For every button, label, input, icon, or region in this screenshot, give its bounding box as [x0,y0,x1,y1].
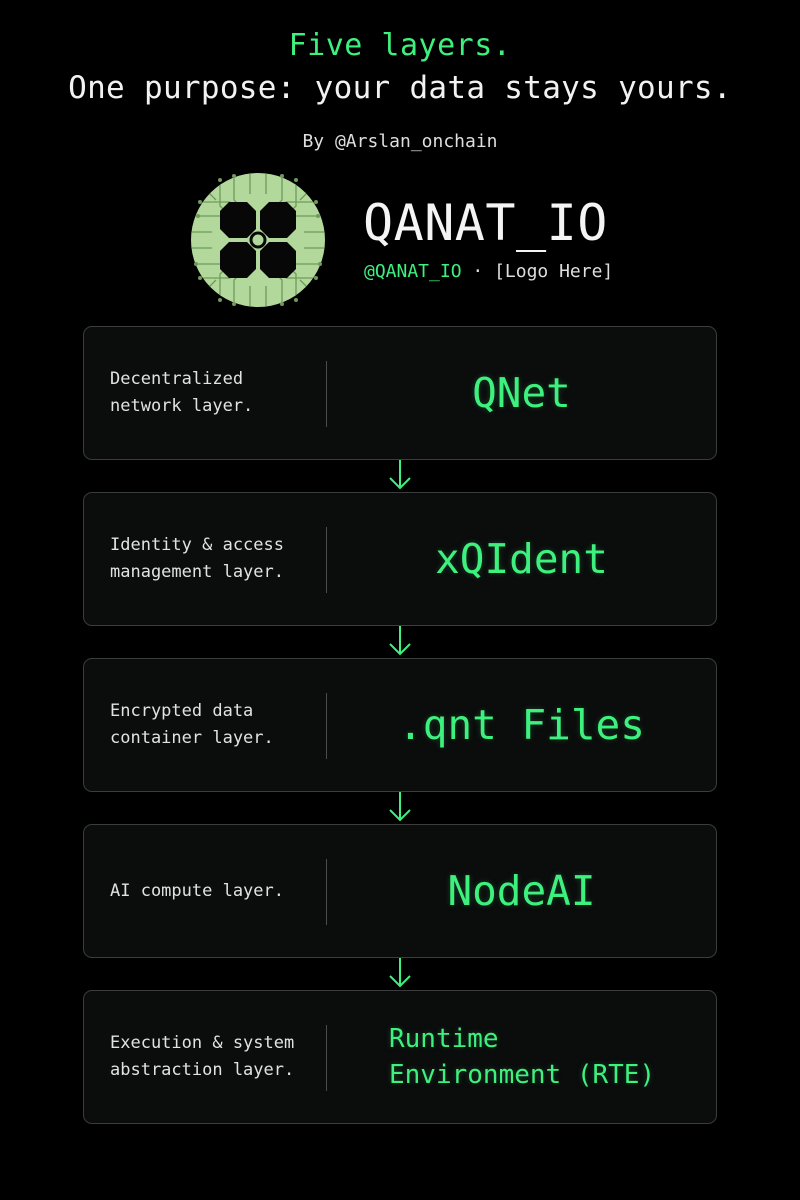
brand-subline: @QANAT_IO · [Logo Here] [364,261,613,282]
brand-block: QANAT_IO @QANAT_IO · [Logo Here] [190,172,630,310]
layer-name: NodeAI [447,867,596,915]
layer-name: QNet [472,369,571,417]
layer-description: AI compute layer. [110,880,284,901]
circuit-board-logo-icon [191,173,325,307]
layer-card-qnet: Decentralized network layer. QNet [83,326,717,460]
arrow-down-icon [389,958,411,988]
brand-separator: · [461,261,495,282]
tagline-highlight: Five layers. [288,28,512,63]
layer-card-qnt-files: Encrypted data container layer. .qnt Fil… [83,658,717,792]
layer-name: .qnt Files [398,701,645,749]
arrow-down-icon [389,460,411,490]
layer-description: Identity & access management layer. [110,535,284,582]
layer-name: Runtime Environment (RTE) [389,1024,656,1090]
logo-placeholder: [Logo Here] [494,261,614,282]
layer-connector [83,792,717,824]
layer-divider [326,361,327,427]
layer-divider [326,693,327,759]
tagline-main: One purpose: your data stays yours. [68,70,732,106]
arrow-down-icon [389,792,411,822]
layer-description: Decentralized network layer. [110,369,254,416]
layer-divider [326,859,327,925]
byline: By @Arslan_onchain [302,131,498,152]
layer-connector [83,958,717,990]
layer-connector [83,460,717,492]
arrow-down-icon [389,626,411,656]
layer-card-xqident: Identity & access management layer. xQId… [83,492,717,626]
layer-card-nodeai: AI compute layer. NodeAI [83,824,717,958]
layer-description: Execution & system abstraction layer. [110,1033,295,1080]
layer-card-runtime: Execution & system abstraction layer. Ru… [83,990,717,1124]
layer-name: xQIdent [435,535,608,583]
layer-description: Encrypted data container layer. [110,701,274,748]
layer-divider [326,527,327,593]
layer-connector [83,626,717,658]
layer-divider [326,1025,327,1091]
brand-name: QANAT_IO [363,194,608,252]
layer-stack: Decentralized network layer. QNet Identi… [83,326,717,1124]
brand-handle[interactable]: @QANAT_IO [364,261,462,282]
